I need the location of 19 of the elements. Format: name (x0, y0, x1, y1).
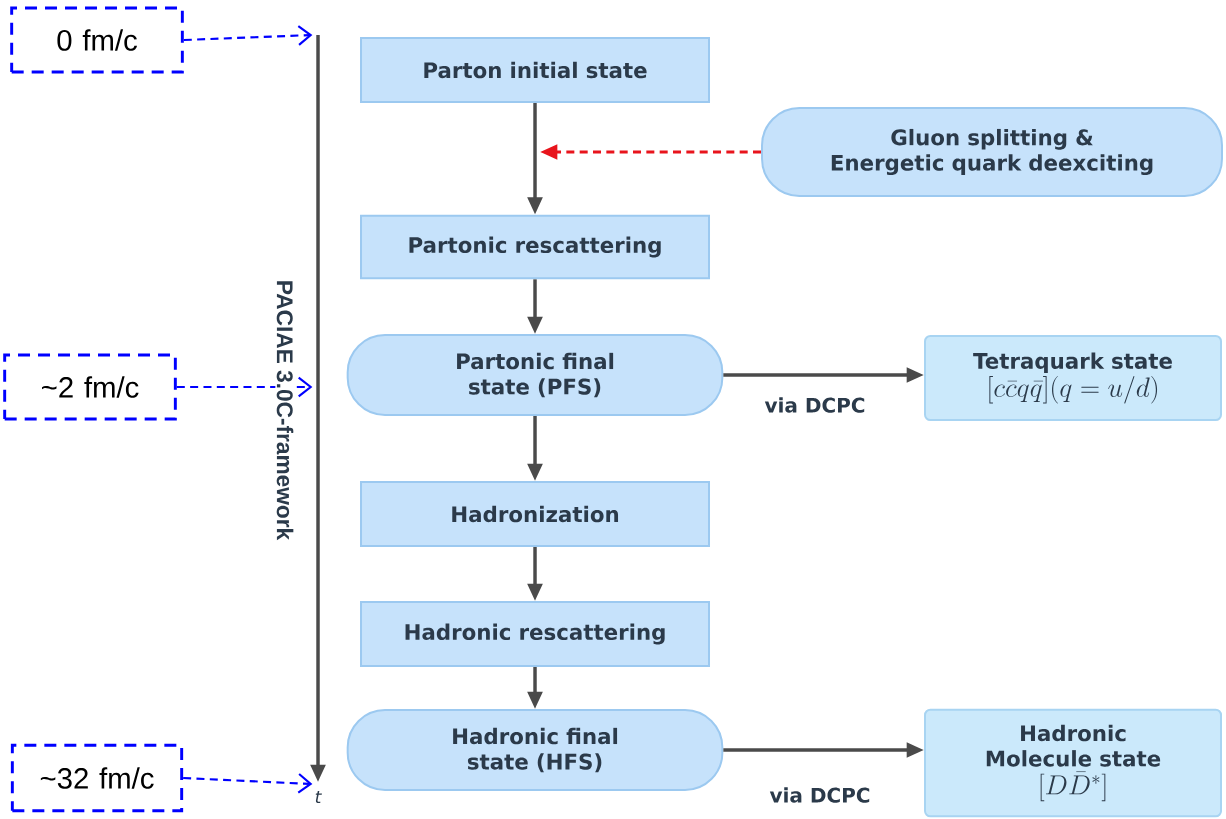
axis-label: PACIAE 3.0C-framework (275, 278, 295, 542)
dashed-arrow (176, 376, 313, 398)
time-box: 0 fm/c (10, 6, 184, 74)
time-box: ~2 fm/c (3, 353, 177, 421)
process-box: Hadronic rescattering (360, 601, 710, 667)
edge-label: via DCPC (768, 785, 872, 805)
edge-label: via DCPC (763, 395, 867, 415)
dashed-arrow (183, 25, 313, 46)
process-box: Partonic rescattering (360, 214, 710, 280)
axis-label: t (315, 790, 322, 804)
process-box: Parton initial state (360, 37, 710, 103)
state-box: Partonic final state (PFS) (346, 334, 724, 416)
result-box: Hadronic Molecule state $[D\bar{D}^{*}]$ (924, 708, 1222, 818)
result-box: Tetraquark state $[c\bar{c}q\bar{q}](q=u/d)$ (924, 335, 1222, 421)
state-box: Gluon splitting & Energetic quark deexciting (761, 107, 1223, 197)
process-box: Hadronization (360, 481, 710, 547)
time-box: ~32 fm/c (10, 743, 184, 813)
dashed-arrow (183, 773, 313, 794)
state-box: Hadronic final state (HFS) (346, 709, 724, 791)
